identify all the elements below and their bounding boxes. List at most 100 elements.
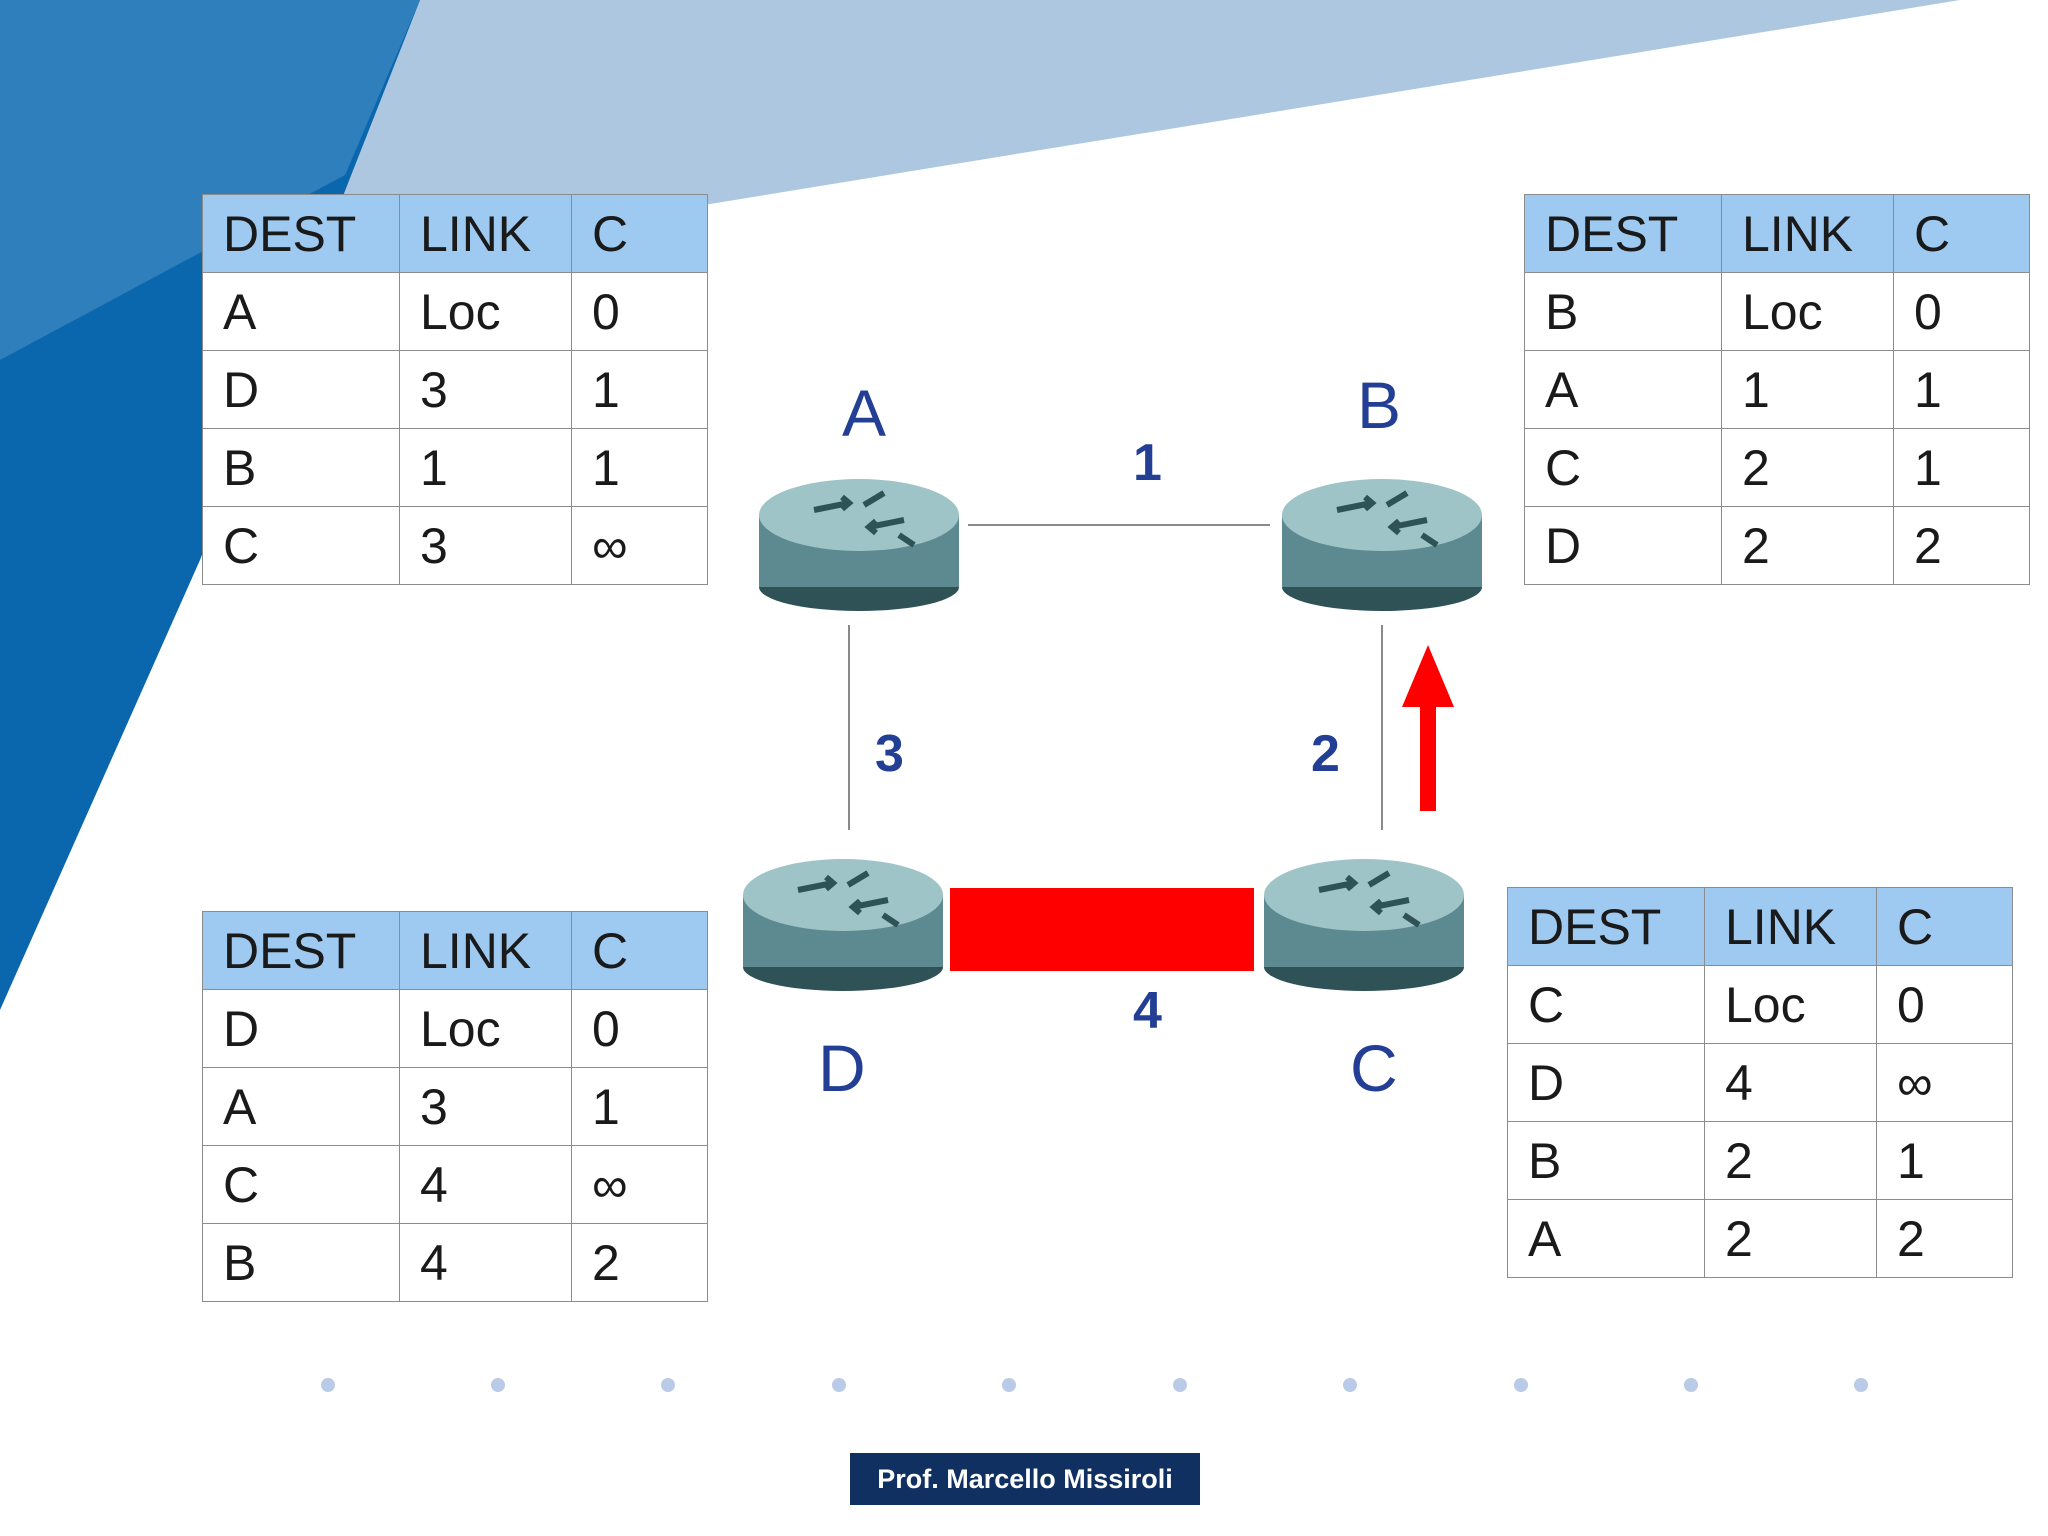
dot	[661, 1378, 675, 1392]
cell-cost: 1	[1893, 350, 2030, 429]
cell-dest: A	[202, 272, 400, 351]
cell-dest: B	[1507, 1121, 1705, 1200]
cell-cost: ∞	[571, 506, 708, 585]
header-cost: C	[1893, 194, 2030, 273]
cell-cost: 1	[1876, 1121, 2013, 1200]
cell-cost: 0	[1876, 965, 2013, 1044]
dot	[1684, 1378, 1698, 1392]
link-cost-c-d: 4	[1133, 982, 1162, 1040]
table-row: B Loc 0	[1524, 272, 2030, 351]
cell-cost: ∞	[571, 1145, 708, 1224]
link-cost-b-c: 2	[1311, 725, 1340, 783]
cell-link: 4	[399, 1223, 572, 1302]
header-link: LINK	[399, 911, 572, 990]
link-a-b	[968, 524, 1270, 526]
cell-link: 2	[1721, 506, 1894, 585]
table-row: D 3 1	[202, 350, 708, 429]
cell-dest: A	[202, 1067, 400, 1146]
link-c-d-failed	[950, 888, 1254, 971]
cell-link: 1	[399, 428, 572, 507]
cell-link: 4	[1704, 1043, 1877, 1122]
dot	[832, 1378, 846, 1392]
dot	[1854, 1378, 1868, 1392]
node-label-d: D	[818, 1031, 866, 1105]
cell-dest: B	[1524, 272, 1722, 351]
table-header: DEST LINK C	[202, 911, 708, 990]
cell-cost: 1	[571, 428, 708, 507]
cell-link: 1	[1721, 350, 1894, 429]
header-link: LINK	[1704, 887, 1877, 966]
router-icon-c	[1264, 859, 1464, 991]
cell-link: 2	[1704, 1199, 1877, 1278]
cell-cost: 0	[571, 989, 708, 1068]
cell-dest: C	[1524, 428, 1722, 507]
table-header: DEST LINK C	[1524, 194, 2030, 273]
cell-cost: 1	[1893, 428, 2030, 507]
routing-table-b: DEST LINK C B Loc 0 A 1 1 C 2 1 D 2 2	[1524, 194, 2030, 585]
routing-table-c: DEST LINK C C Loc 0 D 4 ∞ B 2 1 A 2 2	[1507, 887, 2013, 1278]
table-row: C Loc 0	[1507, 965, 2013, 1044]
table-row: C 2 1	[1524, 428, 2030, 507]
cell-dest: D	[1507, 1043, 1705, 1122]
cell-dest: D	[1524, 506, 1722, 585]
cell-cost: 2	[571, 1223, 708, 1302]
cell-dest: B	[202, 1223, 400, 1302]
table-row: C 3 ∞	[202, 506, 708, 585]
header-dest: DEST	[1507, 887, 1705, 966]
link-cost-a-d: 3	[875, 725, 904, 783]
table-header: DEST LINK C	[1507, 887, 2013, 966]
cell-cost: 1	[571, 1067, 708, 1146]
header-link: LINK	[1721, 194, 1894, 273]
routing-table-d: DEST LINK C D Loc 0 A 3 1 C 4 ∞ B 4 2	[202, 911, 708, 1302]
dot	[321, 1378, 335, 1392]
table-row: B 2 1	[1507, 1121, 2013, 1200]
table-row: A Loc 0	[202, 272, 708, 351]
dot	[1173, 1378, 1187, 1392]
arrow-up-icon	[1402, 645, 1454, 811]
header-dest: DEST	[1524, 194, 1722, 273]
cell-cost: 2	[1876, 1199, 2013, 1278]
table-row: A 2 2	[1507, 1199, 2013, 1278]
cell-link: Loc	[399, 272, 572, 351]
routing-table-a: DEST LINK C A Loc 0 D 3 1 B 1 1 C 3 ∞	[202, 194, 708, 585]
node-label-a: A	[842, 376, 887, 450]
table-header: DEST LINK C	[202, 194, 708, 273]
cell-cost: 2	[1893, 506, 2030, 585]
dot	[491, 1378, 505, 1392]
header-cost: C	[571, 911, 708, 990]
cell-cost: 0	[571, 272, 708, 351]
cell-link: Loc	[1704, 965, 1877, 1044]
link-a-d	[848, 625, 850, 830]
header-cost: C	[571, 194, 708, 273]
header-cost: C	[1876, 887, 2013, 966]
router-icon-d	[743, 859, 943, 991]
cell-dest: D	[202, 350, 400, 429]
cell-link: Loc	[1721, 272, 1894, 351]
router-icon-b	[1282, 479, 1482, 611]
cell-dest: B	[202, 428, 400, 507]
cell-link: 3	[399, 506, 572, 585]
table-row: A 3 1	[202, 1067, 708, 1146]
node-label-c: C	[1350, 1031, 1398, 1105]
cell-link: Loc	[399, 989, 572, 1068]
table-row: B 1 1	[202, 428, 708, 507]
cell-dest: C	[202, 1145, 400, 1224]
node-label-b: B	[1357, 368, 1402, 442]
header-dest: DEST	[202, 911, 400, 990]
router-icon-a	[759, 479, 959, 611]
cell-link: 2	[1721, 428, 1894, 507]
header-dest: DEST	[202, 194, 400, 273]
table-row: A 1 1	[1524, 350, 2030, 429]
cell-dest: A	[1507, 1199, 1705, 1278]
table-row: D 2 2	[1524, 506, 2030, 585]
cell-cost: 0	[1893, 272, 2030, 351]
cell-dest: C	[202, 506, 400, 585]
cell-link: 3	[399, 350, 572, 429]
link-cost-a-b: 1	[1133, 434, 1162, 492]
cell-dest: A	[1524, 350, 1722, 429]
cell-cost: ∞	[1876, 1043, 2013, 1122]
footer-author: Prof. Marcello Missiroli	[850, 1453, 1200, 1505]
dot	[1002, 1378, 1016, 1392]
cell-link: 3	[399, 1067, 572, 1146]
table-row: D 4 ∞	[1507, 1043, 2013, 1122]
